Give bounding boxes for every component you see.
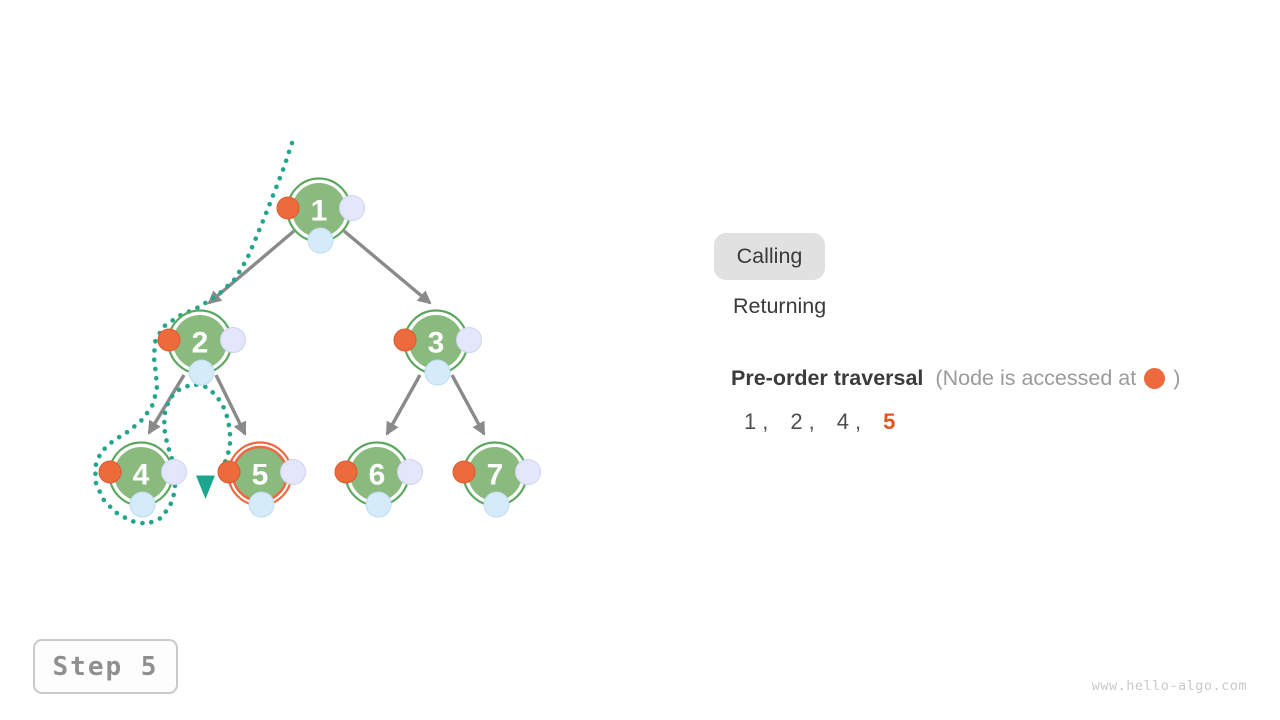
inorder-dot-icon — [424, 359, 451, 386]
edge-3-6 — [385, 374, 422, 436]
edge-1-2 — [207, 229, 296, 305]
preorder-dot-icon — [276, 196, 300, 220]
traversal-note-prefix: (Node is accessed at — [935, 366, 1137, 390]
sequence-value: 1 — [744, 409, 757, 434]
node-label: 3 — [428, 327, 445, 360]
sequence-separator: , — [855, 409, 862, 434]
postorder-dot-icon — [515, 459, 541, 485]
inorder-dot-icon — [188, 359, 215, 386]
traversal-title: Pre-order traversal — [731, 366, 924, 390]
preorder-dot-icon — [452, 460, 476, 484]
postorder-dot-icon — [220, 327, 246, 353]
inorder-dot-icon — [365, 491, 392, 518]
preorder-dot-icon — [157, 328, 181, 352]
traversal-cursor-icon — [196, 475, 215, 499]
node-label: 5 — [252, 459, 269, 492]
watermark: www.hello-algo.com — [1091, 678, 1247, 694]
node-label: 2 — [192, 327, 209, 360]
tree-node-6: 6 — [334, 441, 423, 518]
traversal-note-suffix: ) — [1173, 366, 1181, 390]
sequence-separator: , — [808, 409, 815, 434]
preorder-dot-icon — [98, 460, 122, 484]
tree-node-2: 2 — [157, 309, 246, 386]
inorder-dot-icon — [483, 491, 510, 518]
tree-node-4: 4 — [98, 441, 187, 518]
node-label: 7 — [487, 459, 504, 492]
node-label: 1 — [311, 195, 328, 228]
traversal-trace-path — [92, 140, 295, 527]
node-circle — [350, 447, 404, 501]
postorder-dot-icon — [456, 327, 482, 353]
node-circle — [173, 315, 227, 369]
sequence-value: 2 — [790, 409, 803, 434]
node-label: 4 — [133, 459, 150, 492]
postorder-dot-icon — [339, 195, 365, 221]
postorder-dot-icon — [280, 459, 306, 485]
tree-node-7: 7 — [452, 441, 541, 518]
edge-3-7 — [450, 374, 486, 436]
tree-node-5-current: 5 — [217, 441, 306, 518]
node-circle — [292, 183, 346, 237]
node-circle — [409, 315, 463, 369]
legend-returning-label: Returning — [733, 294, 827, 318]
step-label: Step 5 — [52, 651, 159, 682]
preorder-dot-icon — [334, 460, 358, 484]
node-circle — [468, 447, 522, 501]
node-label: 6 — [369, 459, 386, 492]
preorder-dot-icon — [217, 460, 241, 484]
edge-1-3 — [342, 229, 432, 305]
sequence-separator: , — [762, 409, 769, 434]
step-badge: Step 5 — [33, 639, 178, 694]
preorder-dot-icon — [393, 328, 417, 352]
legend-calling-chip: Calling — [714, 233, 825, 280]
inorder-dot-icon — [248, 491, 275, 518]
inorder-dot-icon — [129, 491, 156, 518]
tree-node-1: 1 — [276, 177, 365, 254]
access-dot-icon — [1144, 368, 1166, 389]
legend-calling-label: Calling — [736, 244, 803, 268]
sequence-current-value: 5 — [883, 409, 896, 434]
node-circle — [114, 447, 168, 501]
postorder-dot-icon — [397, 459, 423, 485]
sequence-value: 4 — [836, 409, 849, 434]
tree-node-3: 3 — [393, 309, 482, 386]
postorder-dot-icon — [161, 459, 187, 485]
traversal-sequence: 1,2,4,5 — [744, 409, 895, 435]
inorder-dot-icon — [307, 227, 334, 254]
edge-2-5 — [214, 374, 247, 436]
traversal-header: Pre-order traversal (Node is accessed at) — [731, 366, 1180, 391]
